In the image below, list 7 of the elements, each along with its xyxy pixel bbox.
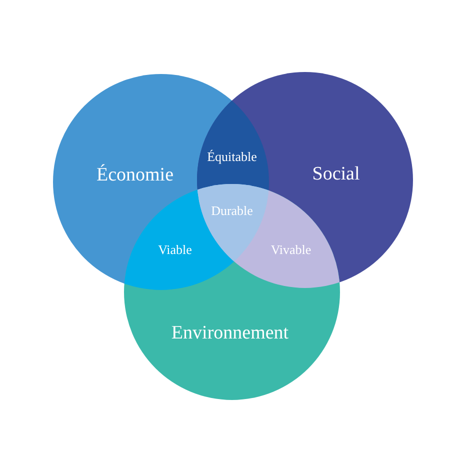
circle-label: Environnement <box>171 324 289 344</box>
circle-label: Économie <box>96 166 174 186</box>
circle-label: Social <box>312 164 360 186</box>
region-label: Durable <box>211 204 253 218</box>
region-label: Vivable <box>270 242 312 258</box>
region-label: Viable <box>158 242 192 258</box>
region-label: Équitable <box>207 150 257 164</box>
